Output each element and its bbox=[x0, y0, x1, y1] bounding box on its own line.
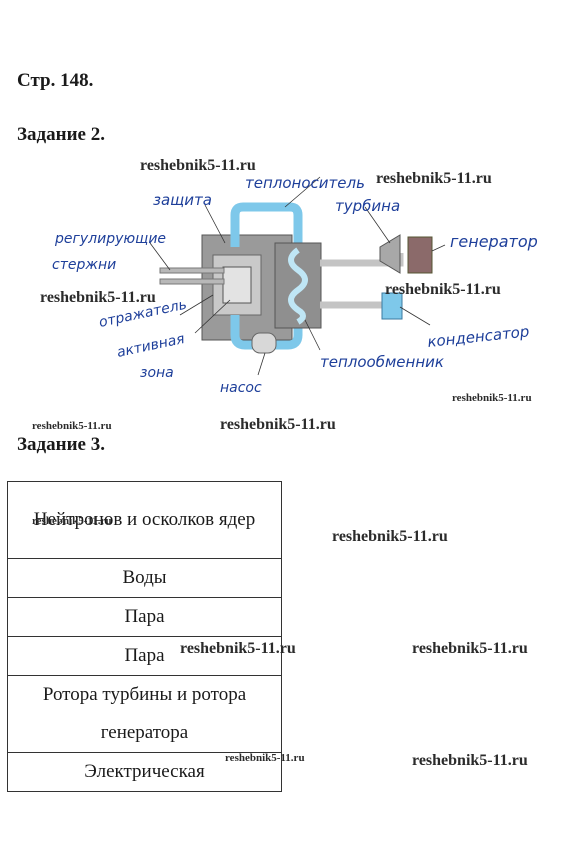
coolant-loop bbox=[230, 202, 303, 250]
watermark: reshebnik5-11.ru bbox=[332, 528, 448, 545]
watermark: reshebnik5-11.ru bbox=[452, 392, 532, 404]
heat-exchanger-coil bbox=[288, 247, 308, 325]
watermark: reshebnik5-11.ru bbox=[32, 515, 112, 527]
label-zona: зона bbox=[140, 365, 174, 381]
watermark: reshebnik5-11.ru bbox=[180, 640, 296, 657]
label-zashchita: защита bbox=[153, 191, 212, 209]
label-kondensator: конденсатор bbox=[427, 322, 531, 351]
watermark: reshebnik5-11.ru bbox=[32, 420, 112, 432]
label-reguliruyushchie: регулирующие bbox=[54, 231, 166, 247]
label-nasos: насос bbox=[220, 380, 262, 396]
label-aktivnaya: активная bbox=[116, 331, 187, 361]
table-cell: Пара bbox=[7, 597, 282, 637]
watermark: reshebnik5-11.ru bbox=[140, 157, 256, 174]
answer-table: Нейтронов и осколков ядер Воды Пара Пара… bbox=[7, 481, 282, 792]
page-title: Стр. 148. bbox=[17, 70, 94, 91]
control-rod bbox=[159, 267, 225, 274]
condenser bbox=[381, 292, 403, 320]
label-sterzhni: стержни bbox=[52, 257, 116, 273]
label-teploobmennik: теплообменник bbox=[320, 353, 444, 371]
watermark: reshebnik5-11.ru bbox=[412, 640, 528, 657]
label-generator: генератор bbox=[450, 232, 538, 251]
table-cell: Нейтронов и осколков ядер bbox=[7, 481, 282, 559]
control-rod bbox=[159, 278, 225, 285]
watermark: reshebnik5-11.ru bbox=[412, 752, 528, 769]
generator-block bbox=[407, 236, 433, 274]
task2-title: Задание 2. bbox=[17, 124, 105, 145]
watermark: reshebnik5-11.ru bbox=[225, 752, 305, 764]
watermark: reshebnik5-11.ru bbox=[385, 281, 501, 298]
heat-exchanger bbox=[274, 242, 322, 329]
table-cell: Электрическая bbox=[7, 752, 282, 792]
table-cell: Ротора турбины и ротора генератора bbox=[7, 675, 282, 753]
active-zone bbox=[222, 266, 252, 304]
task3-title: Задание 3. bbox=[17, 434, 105, 455]
pump bbox=[251, 332, 277, 354]
npp-diagram: защита теплоноситель турбина генератор р… bbox=[52, 174, 538, 396]
turbine bbox=[379, 234, 401, 274]
watermark: reshebnik5-11.ru bbox=[220, 416, 336, 433]
watermark: reshebnik5-11.ru bbox=[376, 170, 492, 187]
table-cell: Воды bbox=[7, 558, 282, 598]
label-turbina: турбина bbox=[335, 197, 400, 215]
label-teplonositel: теплоноситель bbox=[245, 174, 365, 192]
watermark: reshebnik5-11.ru bbox=[40, 289, 156, 306]
